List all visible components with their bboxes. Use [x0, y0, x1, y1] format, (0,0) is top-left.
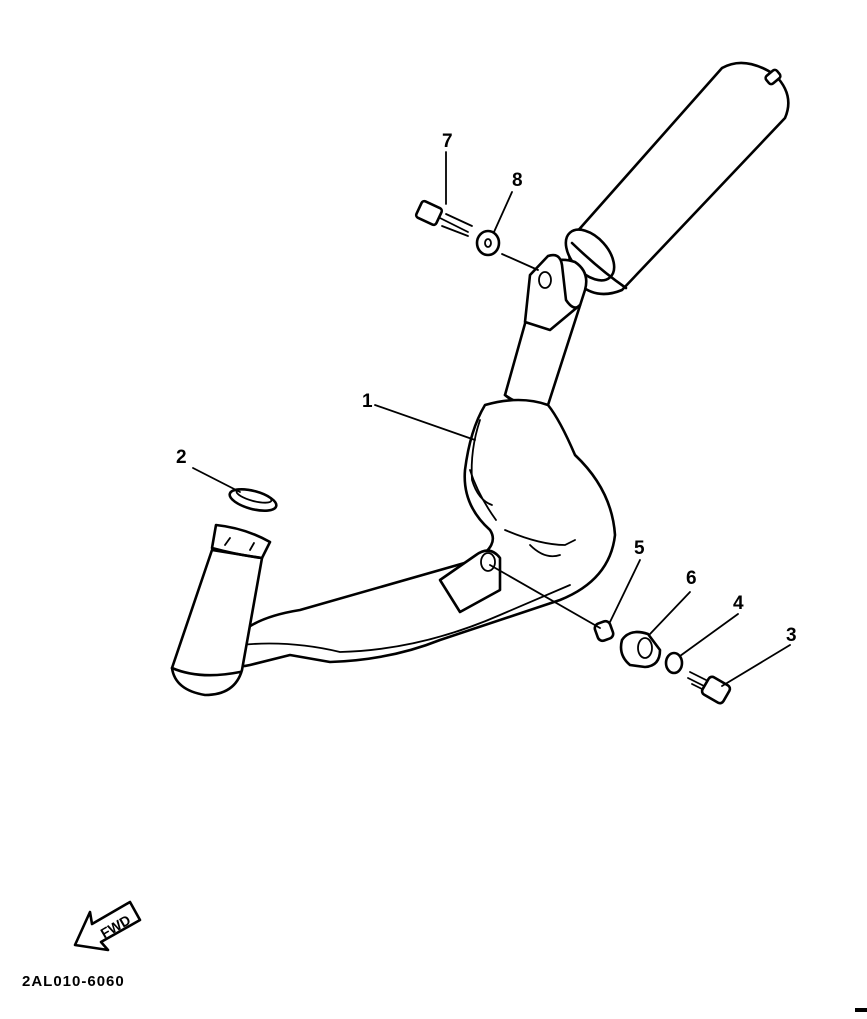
muffler	[564, 61, 790, 296]
washer-upper	[475, 229, 501, 257]
callout-6: 6	[686, 568, 697, 589]
lower-bracket	[438, 549, 502, 614]
upper-bracket	[523, 253, 582, 332]
damper	[619, 630, 662, 669]
callout-3: 3	[786, 625, 797, 646]
washer-lower	[664, 651, 684, 675]
expansion-chamber	[218, 398, 617, 668]
callout-5: 5	[634, 538, 645, 559]
header-pipe	[170, 523, 272, 697]
bolt-upper	[414, 199, 473, 237]
callout-8: 8	[512, 170, 523, 191]
leader-lines	[192, 151, 791, 687]
callout-4: 4	[733, 593, 744, 614]
bolt-lower	[687, 671, 732, 705]
gasket	[228, 488, 278, 512]
forward-arrow-icon: FWD	[73, 900, 142, 952]
collar	[593, 619, 615, 643]
callout-7: 7	[442, 131, 453, 152]
callout-1: 1	[362, 391, 373, 412]
corner-mark	[855, 1008, 867, 1012]
diagram-code: 2AL010-6060	[22, 973, 125, 990]
callout-2: 2	[176, 447, 187, 468]
